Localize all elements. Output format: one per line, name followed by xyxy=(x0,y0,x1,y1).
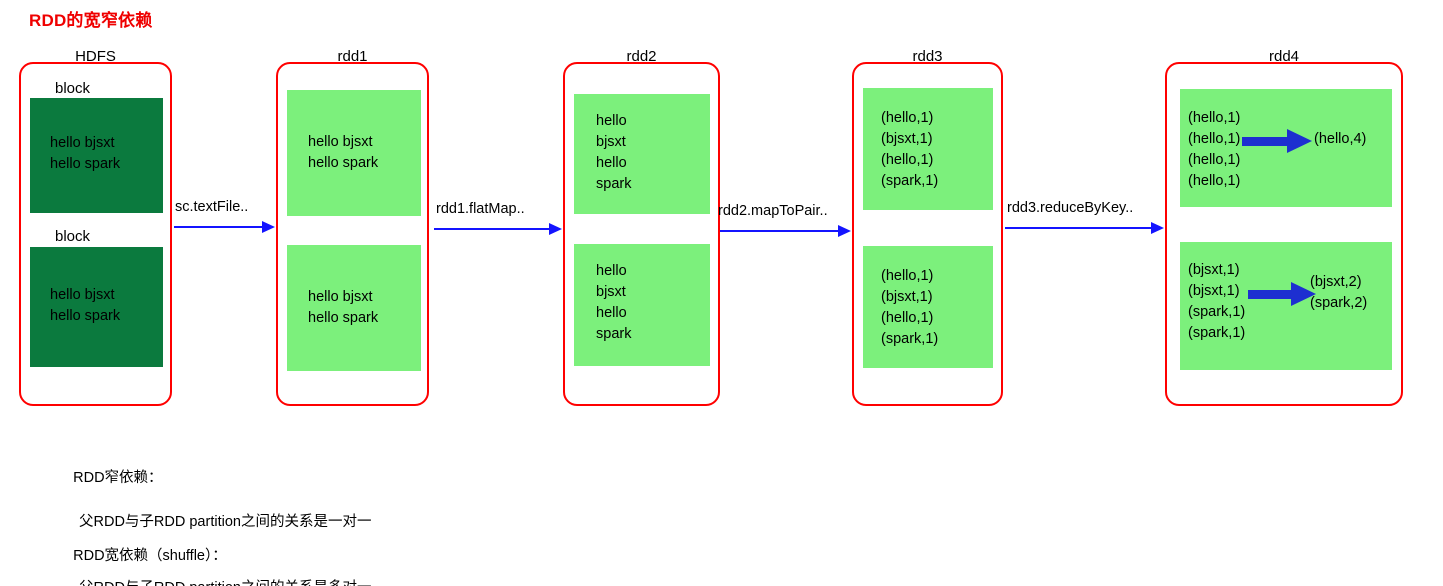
partition-content: hello bjsxt hello spark xyxy=(308,289,379,326)
stage-label-rdd2: rdd2 xyxy=(626,48,657,65)
transform-arrow-2 xyxy=(434,223,563,240)
stage-box-rdd2: hello bjsxt hello spark hello bjsxt hell… xyxy=(563,62,720,406)
narrow-line-2: 父RDD与子RDD partition之间的关系是多对一 xyxy=(57,577,371,586)
stage-box-hdfs: block hello bjsxt hello spark block hell… xyxy=(19,62,172,406)
stage-box-rdd3: (hello,1) (bjsxt,1) (hello,1) (spark,1) … xyxy=(852,62,1003,406)
transform-arrow-1 xyxy=(174,221,276,238)
partition-content: (bjsxt,1) (bjsxt,1) (spark,1) (spark,1) xyxy=(1188,262,1246,341)
transform-arrow-3 xyxy=(720,225,852,242)
partition-content: (hello,1) (bjsxt,1) (hello,1) (spark,1) xyxy=(881,268,939,347)
partition-content: (hello,1) (hello,1) (hello,1) (hello,1) xyxy=(1188,110,1241,189)
narrow-line-1: 父RDD与子RDD partition之间的关系是一对一 xyxy=(79,514,372,530)
stage-box-rdd1: hello bjsxt hello spark hello bjsxt hell… xyxy=(276,62,429,406)
stage-label-hdfs: HDFS xyxy=(75,48,116,65)
partition-rdd3-1: (hello,1) (bjsxt,1) (hello,1) (spark,1) xyxy=(863,88,993,210)
stage-box-rdd4: (hello,1) (hello,1) (hello,1) (hello,1) … xyxy=(1165,62,1403,406)
transform-label-maptopair: rdd2.mapToPair.. xyxy=(718,203,828,219)
partition-rdd4-2: (bjsxt,1) (bjsxt,1) (spark,1) (spark,1) … xyxy=(1180,242,1392,370)
wide-heading: RDD宽依赖（shuffle）： xyxy=(73,548,227,564)
aggregate-arrow-icon xyxy=(1242,129,1312,153)
partition-content: (hello,1) (bjsxt,1) (hello,1) (spark,1) xyxy=(881,110,939,189)
page-title: RDD的宽窄依赖 xyxy=(29,11,153,30)
partition-content: hello bjsxt hello spark xyxy=(308,134,379,171)
notes-wide-dependency: RDD宽依赖（shuffle）： 父RDD与子RDD partition之间的关… xyxy=(57,523,371,586)
partition-content: hello bjsxt hello spark xyxy=(50,287,121,324)
partition-rdd2-1: hello bjsxt hello spark xyxy=(574,94,710,214)
partition-rdd3-2: (hello,1) (bjsxt,1) (hello,1) (spark,1) xyxy=(863,246,993,368)
transform-arrow-4 xyxy=(1005,222,1165,239)
partition-result: (bjsxt,2) (spark,2) xyxy=(1310,274,1368,311)
stage-label-rdd3: rdd3 xyxy=(912,48,943,65)
block-caption: block xyxy=(55,228,91,245)
partition-content: hello bjsxt hello spark xyxy=(596,263,632,342)
partition-content: hello bjsxt hello spark xyxy=(50,135,121,172)
partition-result: (hello,4) xyxy=(1314,131,1367,147)
stage-label-rdd1: rdd1 xyxy=(337,48,368,65)
partition-rdd1-1: hello bjsxt hello spark xyxy=(287,90,421,216)
partition-content: hello bjsxt hello spark xyxy=(596,113,632,192)
narrow-heading: RDD窄依赖： xyxy=(73,470,163,486)
stage-label-rdd4: rdd4 xyxy=(1268,48,1300,65)
notes-narrow-dependency: RDD窄依赖： 父RDD与子RDD partition之间的关系是一对一 父RD… xyxy=(57,445,371,586)
partition-block-1: hello bjsxt hello spark xyxy=(30,98,163,213)
transform-label-reducebykey: rdd3.reduceByKey.. xyxy=(1007,200,1134,216)
aggregate-arrow-icon xyxy=(1248,282,1318,306)
transform-label-flatmap: rdd1.flatMap.. xyxy=(436,201,525,217)
block-caption: block xyxy=(55,80,91,97)
partition-rdd2-2: hello bjsxt hello spark xyxy=(574,244,710,366)
transform-label-textfile: sc.textFile.. xyxy=(175,199,249,215)
partition-block-2: hello bjsxt hello spark xyxy=(30,247,163,367)
partition-rdd4-1: (hello,1) (hello,1) (hello,1) (hello,1) … xyxy=(1180,89,1392,207)
partition-rdd1-2: hello bjsxt hello spark xyxy=(287,245,421,371)
